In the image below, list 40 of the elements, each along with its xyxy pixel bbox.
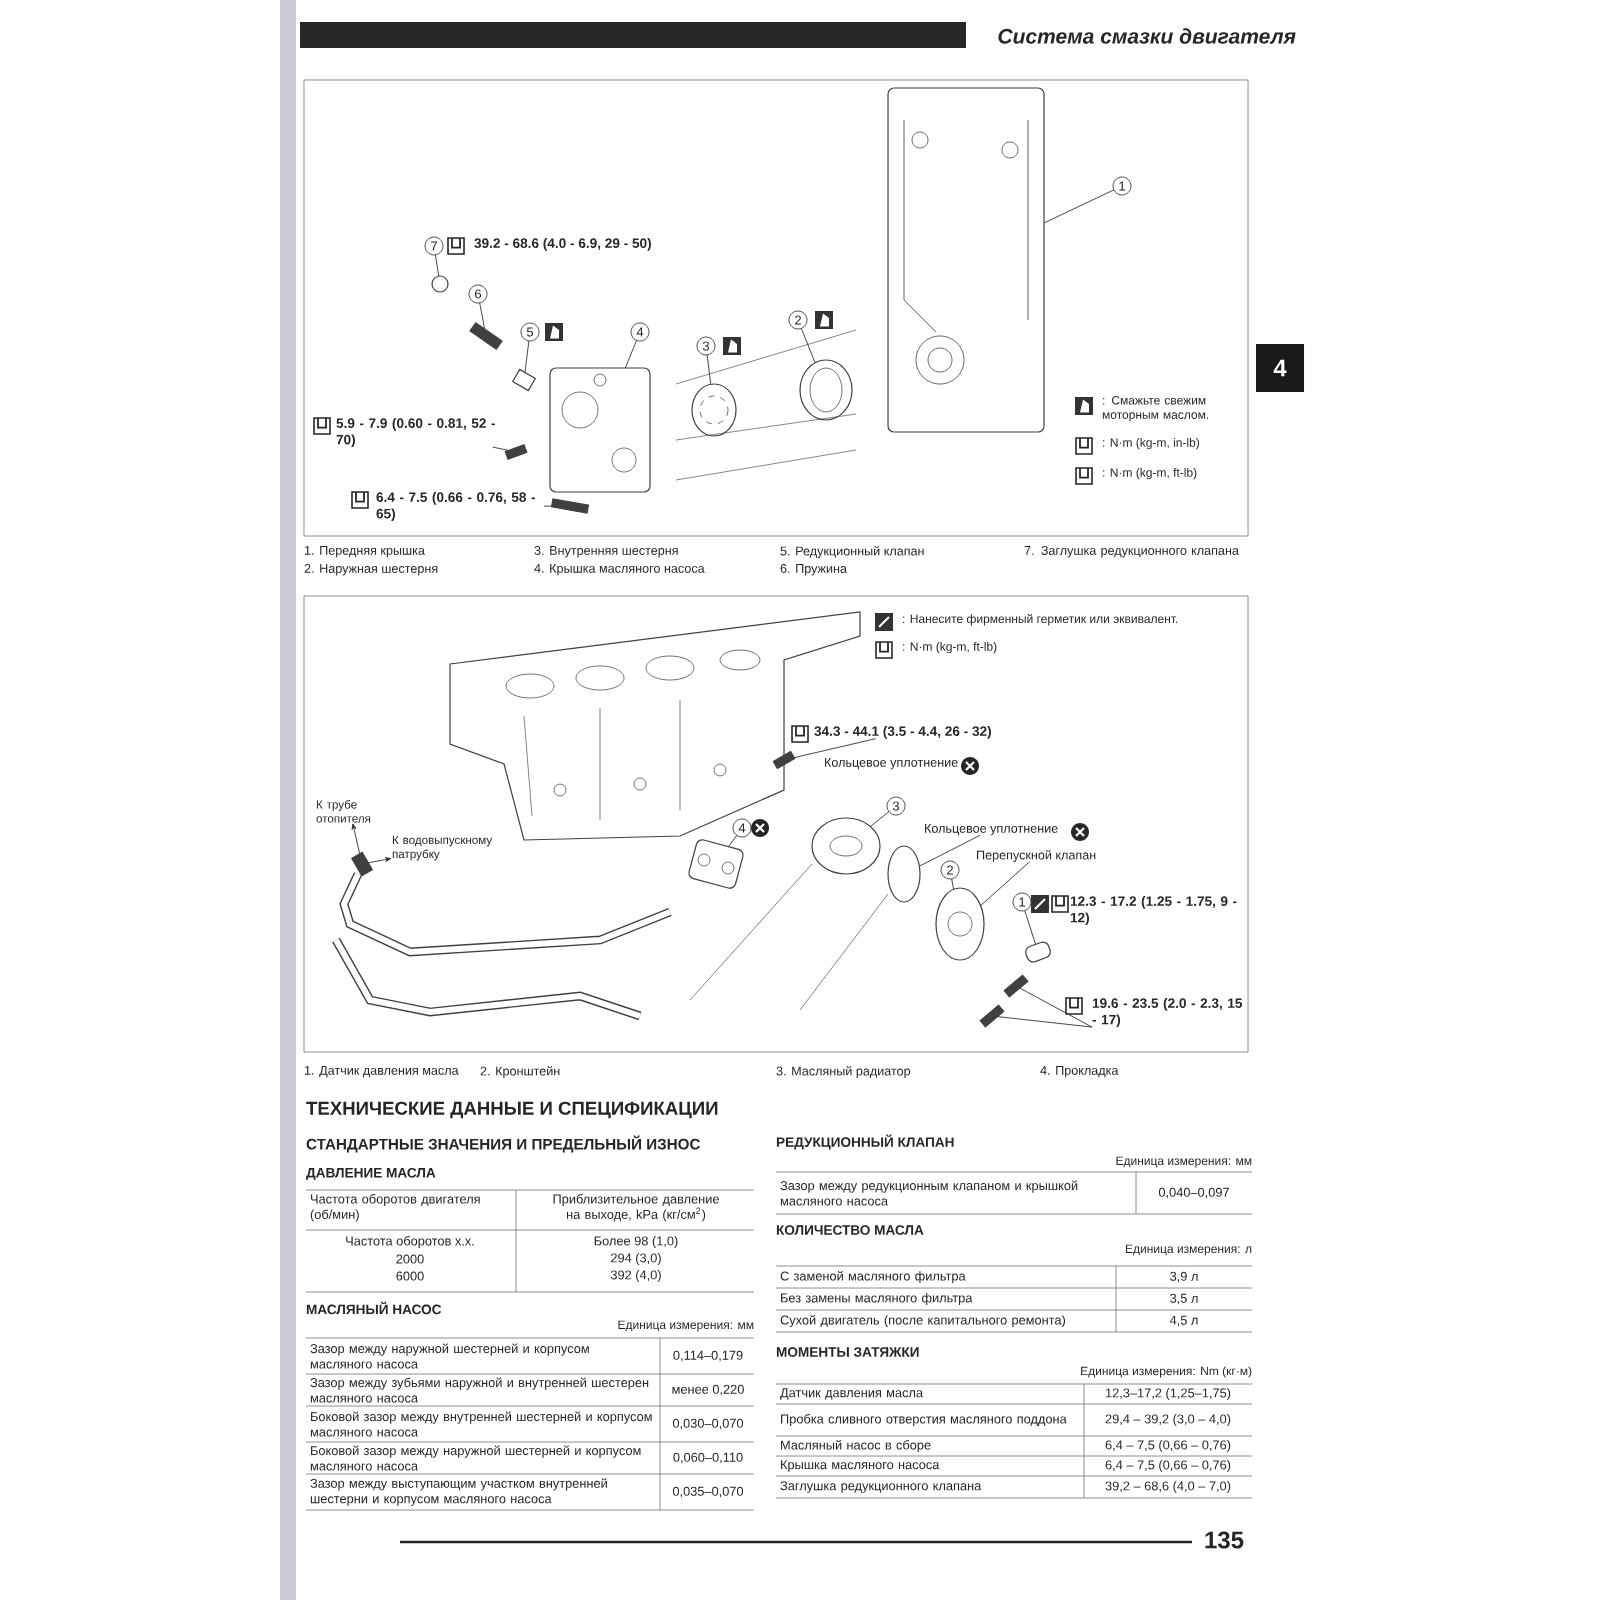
leader-line bbox=[524, 340, 530, 373]
page-number: 135 bbox=[1205, 1531, 1244, 1549]
bolt-drawing bbox=[550, 498, 590, 514]
arrow bbox=[367, 857, 392, 864]
leader-line bbox=[728, 834, 738, 848]
pressure-sensor-drawing bbox=[1025, 941, 1051, 963]
section-heading: ТЕХНИЧЕСКИЕ ДАННЫЕ И СПЕЦИФИКАЦИИ bbox=[306, 1101, 718, 1119]
hose-clamp-drawing bbox=[351, 851, 373, 877]
leader-line bbox=[800, 327, 816, 364]
leader-line bbox=[1019, 987, 1093, 1028]
plug-drawing bbox=[431, 275, 449, 293]
page-title: Система смазки двигателя bbox=[998, 28, 1296, 44]
arrow bbox=[351, 823, 361, 855]
pump-cover-drawing bbox=[549, 367, 651, 493]
leader-line bbox=[997, 1016, 1093, 1028]
o-ring-drawing bbox=[887, 845, 921, 903]
bolt-drawing bbox=[772, 750, 796, 770]
leader-line bbox=[918, 834, 981, 867]
leader-line bbox=[951, 878, 955, 890]
leader-line bbox=[492, 446, 510, 451]
leader-line bbox=[434, 254, 440, 277]
leader-line bbox=[479, 302, 486, 330]
leader-line bbox=[1043, 189, 1115, 224]
gasket-drawing bbox=[688, 839, 744, 889]
bolt-drawing bbox=[979, 1004, 1005, 1028]
leader-line bbox=[624, 339, 638, 369]
leader-line bbox=[980, 861, 1030, 907]
bolt-drawing bbox=[504, 444, 528, 460]
bracket-drawing bbox=[935, 887, 985, 961]
leader-line bbox=[869, 811, 890, 827]
leader-line bbox=[706, 354, 712, 385]
leader-line bbox=[543, 505, 553, 507]
front-cover-drawing bbox=[887, 87, 1045, 433]
leader-line bbox=[793, 738, 877, 759]
section-tab: 4 bbox=[1256, 344, 1304, 392]
bolt-drawing bbox=[1003, 974, 1029, 998]
leader-line bbox=[1024, 910, 1036, 945]
oil-cooler-drawing bbox=[811, 817, 881, 875]
gear-drawing bbox=[799, 359, 853, 421]
gear-drawing bbox=[691, 383, 737, 437]
